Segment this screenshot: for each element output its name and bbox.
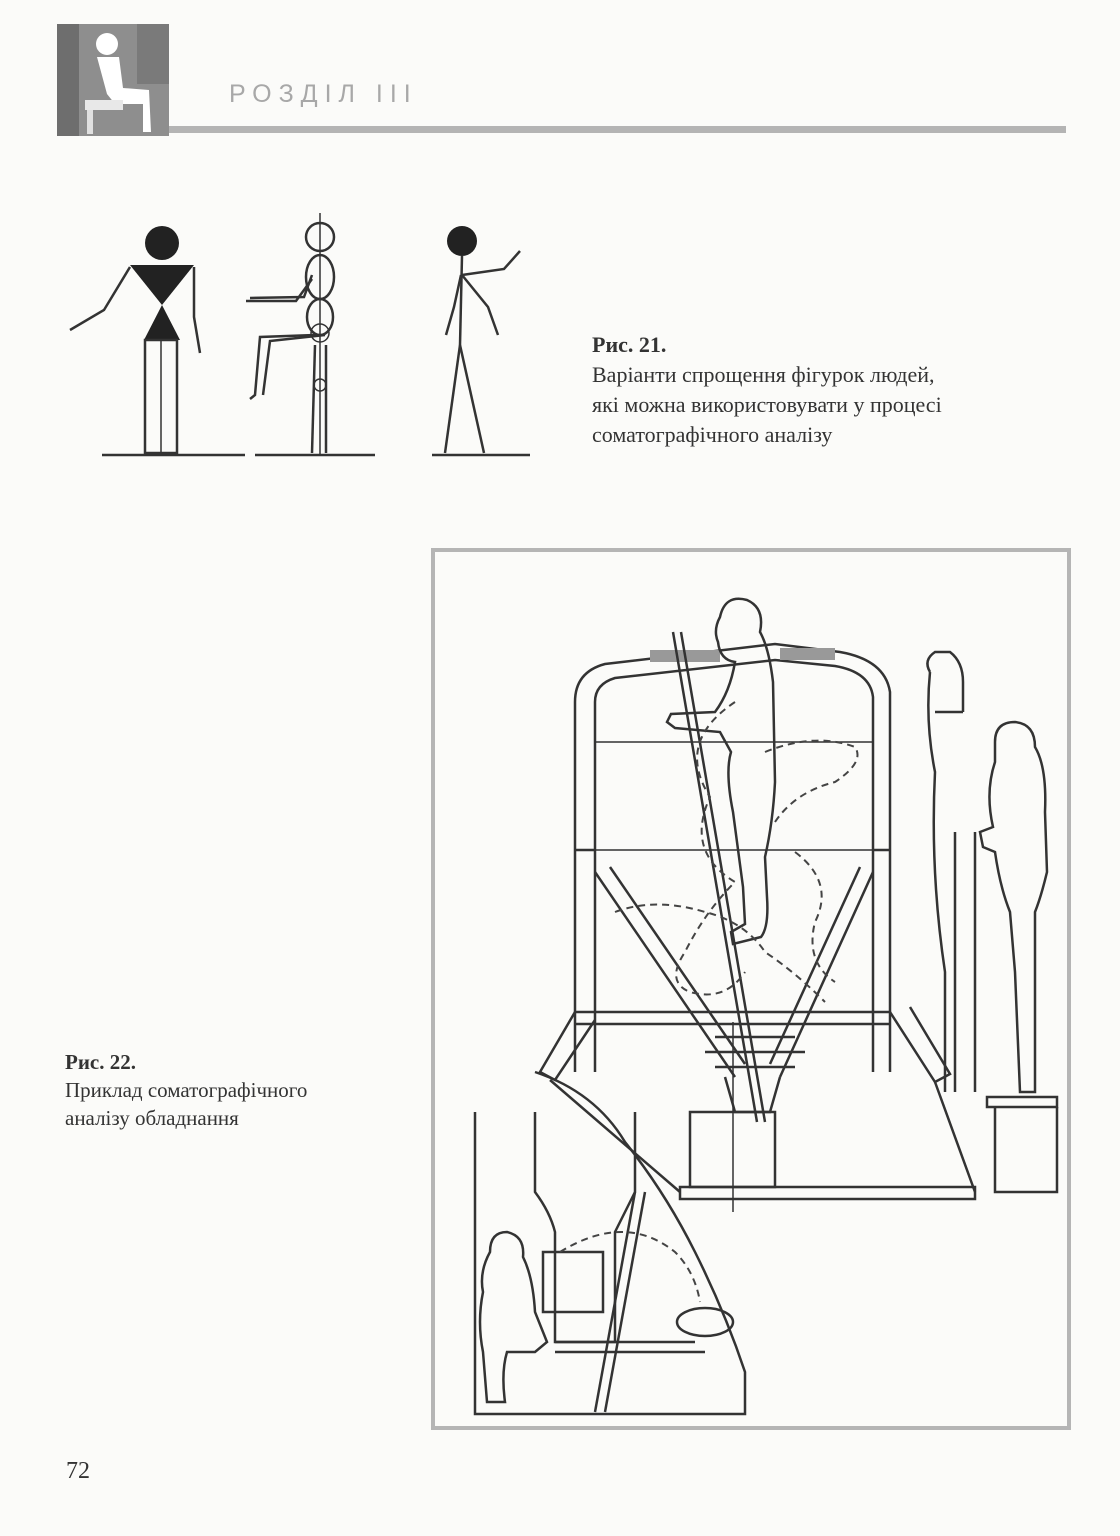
chapter-title: РОЗДІЛ III xyxy=(229,80,418,108)
figure22-frame xyxy=(431,548,1071,1430)
figure22-label: Рис. 22. xyxy=(65,1050,136,1074)
figure21-drawing xyxy=(69,213,530,457)
page-number: 72 xyxy=(66,1458,90,1484)
caption-line: Приклад соматографічного xyxy=(65,1078,308,1102)
figure22-caption: Рис. 22. Приклад соматографічного аналіз… xyxy=(65,1048,307,1132)
seated-person-icon xyxy=(57,24,169,136)
figure22-drawing xyxy=(473,597,1059,1416)
figure21-caption: Рис. 21. Варіанти спрощення фігурок люде… xyxy=(592,330,942,450)
caption-line: які можна використовувати у процесі xyxy=(592,392,942,417)
figure21-label: Рис. 21. xyxy=(592,332,667,357)
caption-line: соматографічного аналізу xyxy=(592,422,833,447)
header-rule xyxy=(169,126,1066,133)
caption-line: Варіанти спрощення фігурок людей, xyxy=(592,362,935,387)
caption-line: аналізу обладнання xyxy=(65,1106,239,1130)
